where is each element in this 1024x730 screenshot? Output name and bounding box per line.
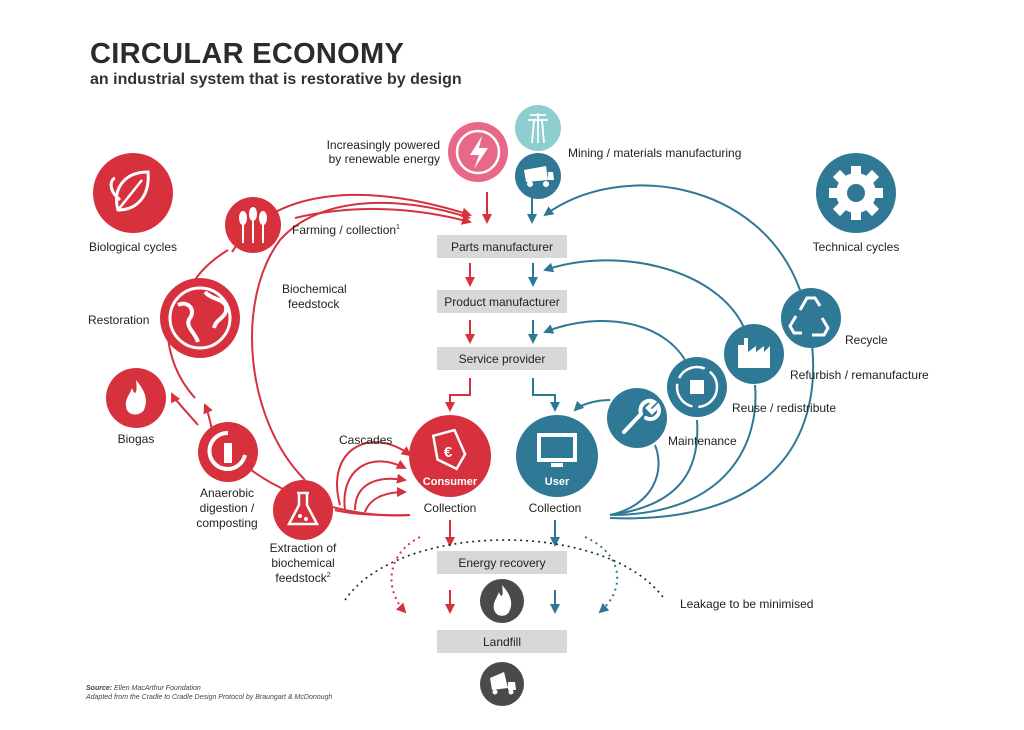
extraction-label-3: feedstock2: [275, 571, 330, 585]
pipeline: Parts manufacturer Product manufacturer …: [437, 235, 567, 653]
restoration-label: Restoration: [88, 313, 149, 327]
product-manufacturer-label: Product manufacturer: [444, 295, 559, 309]
page-subtitle: an industrial system that is restorative…: [90, 71, 462, 88]
leaf-icon: [93, 153, 173, 233]
gear-icon: [816, 153, 896, 233]
mining-label: Mining / materials manufacturing: [568, 146, 741, 160]
parts-manufacturer-box: [437, 235, 567, 258]
wrench-icon: [607, 388, 667, 448]
consumer-label: Consumer: [423, 476, 478, 488]
page-title: CIRCULAR ECONOMY: [90, 38, 405, 70]
collection-left-label: Collection: [424, 501, 477, 515]
box-cycle-icon: [667, 357, 727, 417]
extraction-label-2: biochemical: [271, 556, 334, 570]
truck-icon: [515, 153, 561, 199]
apple-core-icon: [198, 422, 258, 482]
leakage-arrow-left: [390, 536, 421, 614]
renewable-label-2: by renewable energy: [329, 152, 440, 166]
biochemical-label-1: Biochemical: [282, 282, 347, 296]
leakage-label: Leakage to be minimised: [680, 597, 813, 611]
landfill-box: [437, 630, 567, 653]
anaerobic-label-2: digestion /: [200, 501, 255, 515]
farming-label: Farming / collection1: [292, 223, 400, 237]
landfill-label: Landfill: [483, 635, 521, 649]
energy-flame-icon: [480, 579, 524, 623]
leakage-boundary: [344, 539, 666, 601]
cascades-label: Cascades: [339, 433, 392, 447]
flame-icon: [106, 368, 166, 428]
anaerobic-label-1: Anaerobic: [200, 486, 254, 500]
factory-icon: [724, 324, 784, 384]
wheat-icon: [225, 197, 281, 253]
leakage-arrow-right: [584, 536, 619, 614]
recycle-icon: [781, 288, 841, 348]
refurbish-label: Refurbish / remanufacture: [790, 368, 929, 382]
reuse-label: Reuse / redistribute: [732, 401, 836, 415]
parts-manufacturer-label: Parts manufacturer: [451, 240, 553, 254]
euro-tag-icon: € Consumer: [409, 415, 491, 497]
renewable-label-1: Increasingly powered: [327, 138, 440, 152]
technical-cycle-arrows: [543, 184, 815, 520]
service-provider-label: Service provider: [459, 352, 546, 366]
service-provider-box: [437, 347, 567, 370]
collection-right-label: Collection: [529, 501, 582, 515]
source-line-2: Adapted from the Cradle to Cradle Design…: [86, 694, 333, 701]
diagram-labels: Increasingly powered by renewable energy…: [88, 138, 929, 611]
biochemical-label-2: feedstock: [288, 297, 340, 311]
pipeline-arrows: [445, 192, 560, 614]
monitor-icon: User: [516, 415, 598, 497]
user-label: User: [545, 476, 570, 488]
energy-recovery-box: [437, 551, 567, 574]
svg-text:€: €: [444, 444, 453, 461]
globe-icon: [160, 278, 240, 358]
extraction-label-1: Extraction of: [270, 541, 337, 555]
source-heading: Source:: [86, 685, 113, 692]
anaerobic-label-3: composting: [196, 516, 257, 530]
pylon-icon: [515, 105, 561, 151]
biogas-label: Biogas: [118, 432, 155, 446]
product-manufacturer-box: [437, 290, 567, 313]
bio-cycles-label: Biological cycles: [89, 240, 177, 254]
maintenance-label: Maintenance: [668, 434, 737, 448]
flask-icon: [273, 480, 333, 540]
source-text: Ellen MacArthur Foundation: [114, 685, 201, 692]
source-note: Source: Ellen MacArthur Foundation Adapt…: [86, 684, 332, 702]
energy-recovery-label: Energy recovery: [458, 556, 545, 570]
recycle-label: Recycle: [845, 333, 888, 347]
tech-cycles-label: Technical cycles: [813, 240, 900, 254]
dump-truck-icon: [480, 662, 524, 706]
lightning-icon: [448, 122, 508, 182]
